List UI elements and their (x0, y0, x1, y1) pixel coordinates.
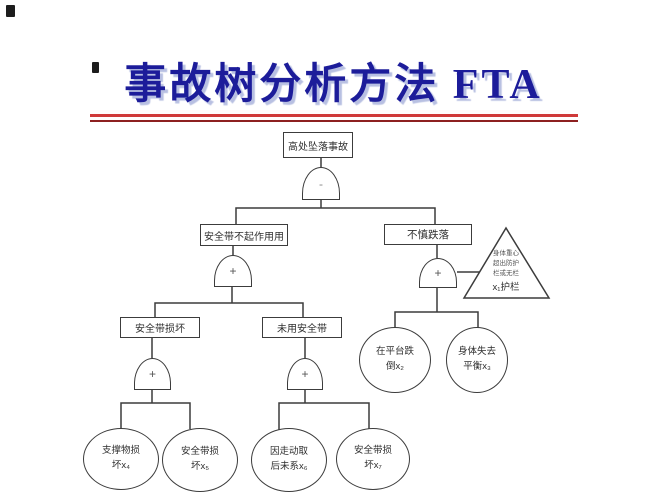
basic-event-text: 倒x₂ (386, 361, 404, 372)
transfer-label-x1: x₁护栏 (492, 282, 520, 293)
event-box-careless-fall: 不慎跌落 (384, 224, 472, 245)
basic-event-text: 坏x₄ (111, 460, 131, 471)
title-underline (90, 114, 578, 122)
page-title: 事故树分析方法 FTA (124, 62, 543, 108)
basic-event-text: 支撑物损 (101, 445, 140, 457)
ink-mark (6, 5, 15, 17)
event-box-belt-not-used: 未用安全带 (262, 317, 342, 338)
transfer-line: 身体重心 (493, 250, 519, 257)
basic-event-text: 因走动取 (269, 446, 308, 458)
basic-event-text: 平衡x₃ (463, 361, 491, 372)
basic-event-x5: 安全带损 坏x₅ (162, 428, 238, 492)
basic-event-text: 身体失去 (457, 346, 496, 358)
basic-event-text: 安全带损 (180, 446, 219, 458)
transfer-line: 栏或无栏 (493, 269, 519, 277)
ink-mark (92, 62, 99, 73)
basic-event-text: 后未系x₆ (270, 461, 308, 472)
transfer-line: 超出防护 (493, 259, 519, 267)
transfer-triangle (462, 226, 551, 299)
basic-event-x4: 支撑物损 坏x₄ (83, 428, 159, 490)
basic-event-x3: 身体失去 平衡x₃ (446, 327, 508, 393)
event-box-belt-not-working: 安全带不起作用用 (200, 224, 288, 246)
basic-event-x6: 因走动取 后未系x₆ (251, 428, 327, 492)
basic-event-x7: 安全带损 坏x₇ (336, 428, 410, 490)
basic-event-text: 在平台跌 (375, 346, 414, 358)
top-event-box: 高处坠落事故 (283, 132, 353, 158)
basic-event-text: 坏x₅ (190, 461, 210, 472)
transfer-triangle-text: 身体重心 超出防护 栏或无栏 (473, 249, 539, 278)
basic-event-x2: 在平台跌 倒x₂ (359, 327, 431, 393)
basic-event-text: 安全带损 (353, 445, 392, 457)
basic-event-text: 坏x₇ (364, 460, 382, 471)
event-box-belt-damaged: 安全带损坏 (120, 317, 200, 338)
